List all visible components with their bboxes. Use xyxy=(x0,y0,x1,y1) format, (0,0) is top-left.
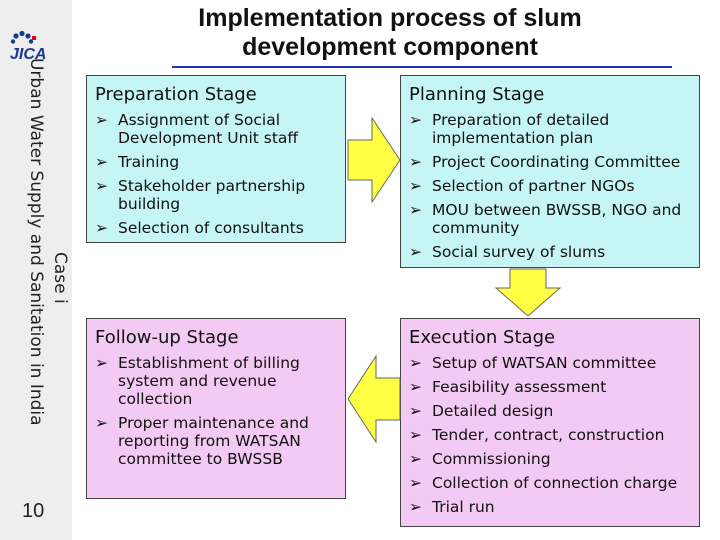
execution-stage-heading: Execution Stage xyxy=(409,327,556,348)
planning-stage-heading: Planning Stage xyxy=(409,84,545,105)
planning-stage-list: Preparation of detailed implementation p… xyxy=(401,111,699,261)
logo-text: JICA xyxy=(10,46,46,62)
preparation-stage-box: Preparation Stage Assignment of Social D… xyxy=(86,75,346,243)
down-arrow-icon xyxy=(494,268,562,317)
list-item: Feasibility assessment xyxy=(409,378,693,396)
vertical-section-title: Urban Water Supply and Sanitation in Ind… xyxy=(26,58,46,426)
sidebar: JICA Urban Water Supply and Sanitation i… xyxy=(0,0,72,540)
title-line-2: development component xyxy=(242,33,538,61)
list-item: Selection of partner NGOs xyxy=(409,177,693,195)
jica-logo-icon: JICA xyxy=(10,30,46,62)
list-item: Collection of connection charge xyxy=(409,474,693,492)
slide-number: 10 xyxy=(22,500,45,522)
preparation-stage-heading: Preparation Stage xyxy=(95,84,257,105)
list-item: MOU between BWSSB, NGO and community xyxy=(409,201,693,237)
execution-stage-list: Setup of WATSAN committee Feasibility as… xyxy=(401,354,699,516)
title-underline xyxy=(172,66,672,68)
list-item: Commissioning xyxy=(409,450,693,468)
title-line-1: Implementation process of slum xyxy=(198,4,582,32)
list-item: Tender, contract, construction xyxy=(409,426,693,444)
list-item: Stakeholder partnership building xyxy=(95,177,339,213)
list-item: Setup of WATSAN committee xyxy=(409,354,693,372)
right-arrow-icon xyxy=(347,116,401,204)
list-item: Trial run xyxy=(409,498,693,516)
list-item: Project Coordinating Committee xyxy=(409,153,693,171)
list-item: Establishment of billing system and reve… xyxy=(95,354,339,408)
vertical-case-label: Case i xyxy=(50,252,70,304)
list-item: Detailed design xyxy=(409,402,693,420)
left-arrow-icon xyxy=(347,354,401,444)
followup-stage-heading: Follow-up Stage xyxy=(95,327,239,348)
list-item: Selection of consultants xyxy=(95,219,339,237)
list-item: Preparation of detailed implementation p… xyxy=(409,111,693,147)
followup-stage-list: Establishment of billing system and reve… xyxy=(87,354,345,468)
list-item: Social survey of slums xyxy=(409,243,693,261)
list-item: Training xyxy=(95,153,339,171)
list-item: Assignment of Social Development Unit st… xyxy=(95,111,339,147)
list-item: Proper maintenance and reporting from WA… xyxy=(95,414,339,468)
preparation-stage-list: Assignment of Social Development Unit st… xyxy=(87,111,345,237)
planning-stage-box: Planning Stage Preparation of detailed i… xyxy=(400,75,700,268)
execution-stage-box: Execution Stage Setup of WATSAN committe… xyxy=(400,318,700,527)
followup-stage-box: Follow-up Stage Establishment of billing… xyxy=(86,318,346,499)
page-title: Implementation process of slum developme… xyxy=(100,4,680,62)
